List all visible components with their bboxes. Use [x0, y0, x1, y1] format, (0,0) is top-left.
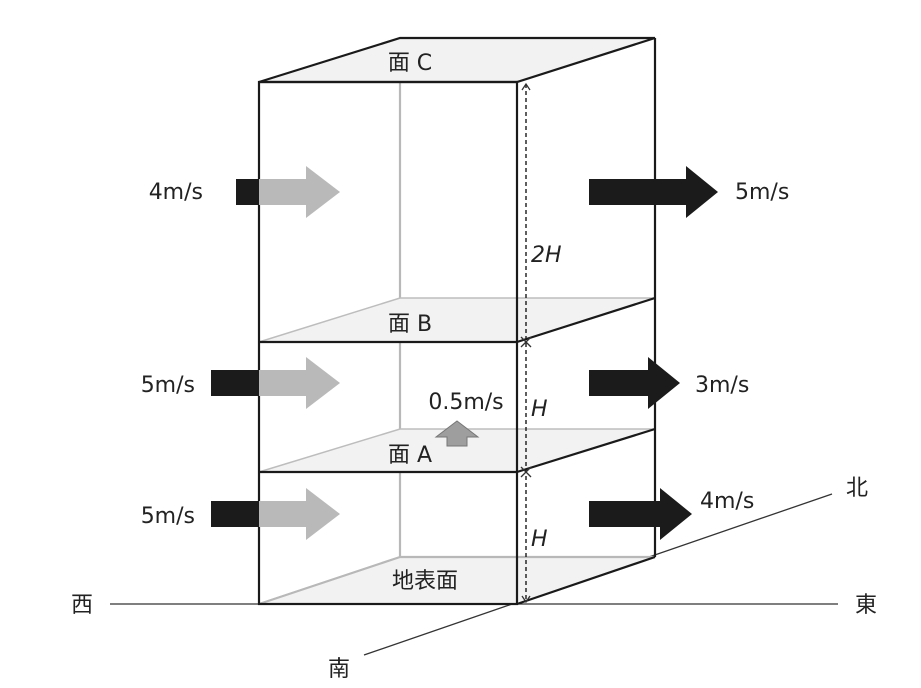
- direction-east-label: 東: [855, 593, 877, 618]
- upper-outflow-arrow: [589, 166, 718, 218]
- vertical-upflow-arrow: [434, 420, 480, 447]
- face-b-label: 面 B: [388, 312, 432, 337]
- right-divider-a: [516, 427, 656, 474]
- face-c-plane: [258, 36, 656, 84]
- direction-west-label: 西: [71, 593, 93, 618]
- height-label-upper: 2H: [531, 243, 562, 268]
- upper-inflow-arrow-tail: [236, 179, 259, 205]
- upper-outflow-speed: 5m/s: [735, 180, 789, 205]
- dimension-arrowhead-top: [521, 82, 531, 91]
- middle-outflow-arrow: [589, 357, 680, 409]
- lower-inflow-arrow: [259, 488, 340, 540]
- dimension-tick-a: [520, 466, 532, 478]
- right-bottom-edge: [516, 555, 656, 606]
- height-label-middle: H: [531, 397, 548, 422]
- direction-north-label: 北: [846, 476, 868, 501]
- direction-south-label: 南: [328, 657, 350, 682]
- upper-inflow-arrow: [259, 166, 340, 218]
- middle-inflow-arrow-tail: [211, 370, 259, 396]
- upper-inflow-speed: 4m/s: [149, 180, 203, 205]
- lower-outflow-arrow: [589, 488, 692, 540]
- height-label-lower: H: [531, 527, 548, 552]
- middle-inflow-speed: 5m/s: [141, 373, 195, 398]
- middle-inflow-arrow: [259, 357, 340, 409]
- back-bottom-left-edge: [258, 555, 401, 606]
- lower-outflow-speed: 4m/s: [700, 489, 754, 514]
- vertical-flow-speed: 0.5m/s: [428, 390, 503, 415]
- right-divider-b: [516, 296, 656, 344]
- face-c-label: 面 C: [388, 51, 432, 76]
- lower-inflow-speed: 5m/s: [141, 504, 195, 529]
- middle-outflow-speed: 3m/s: [695, 373, 749, 398]
- lower-inflow-arrow-tail: [211, 501, 259, 527]
- dimension-arrowhead-bottom: [521, 595, 531, 604]
- face-b-plane: [258, 297, 656, 343]
- face-a-label: 面 A: [388, 443, 432, 468]
- ground-surface-label: 地表面: [392, 569, 458, 594]
- dimension-tick-b: [520, 336, 532, 348]
